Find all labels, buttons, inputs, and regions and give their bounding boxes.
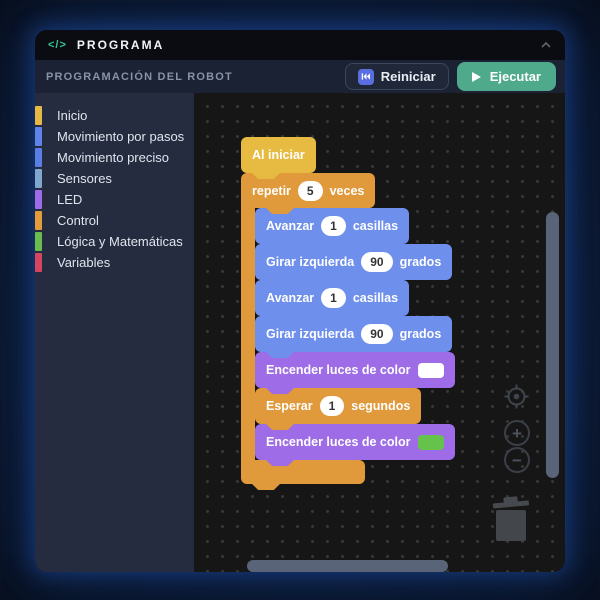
- category-color-bar: [35, 211, 42, 230]
- category-label: Inicio: [57, 108, 88, 123]
- block-canvas[interactable]: Al iniciar repetir 5 veces Avanzar 1 cas…: [194, 93, 565, 572]
- block-label: repetir: [252, 183, 291, 198]
- play-icon: [471, 71, 481, 82]
- block-girar-izquierda-2[interactable]: Girar izquierda 90 grados: [255, 316, 453, 352]
- block-label: Esperar: [266, 399, 313, 413]
- block-repetir-spine: [241, 205, 255, 462]
- category-color-bar: [35, 148, 42, 167]
- title-bar: </> PROGRAMA: [35, 30, 565, 60]
- category-color-bar: [35, 106, 42, 125]
- block-encender-luces-1[interactable]: Encender luces de color: [255, 352, 455, 388]
- block-label: segundos: [351, 399, 411, 413]
- block-repetir[interactable]: repetir 5 veces: [241, 173, 376, 208]
- avanzar-value-input[interactable]: 1: [321, 288, 346, 308]
- category-color-bar: [35, 232, 42, 251]
- program-panel: </> PROGRAMA PROGRAMACIÓN DEL ROBOT Rein…: [35, 30, 565, 572]
- girar-value-input[interactable]: 90: [361, 324, 393, 344]
- trash-icon[interactable]: [490, 493, 532, 543]
- section-label: PROGRAMACIÓN DEL ROBOT: [46, 70, 233, 83]
- sidebar-item-logica-y-matematicas[interactable]: Lógica y Matemáticas: [35, 231, 194, 252]
- category-label: Lógica y Matemáticas: [57, 234, 183, 249]
- category-sidebar: Inicio Movimiento por pasos Movimiento p…: [35, 93, 194, 572]
- block-label: Encender luces de color: [266, 363, 411, 377]
- block-label: grados: [399, 255, 442, 269]
- category-label: Sensores: [57, 171, 112, 186]
- horizontal-scrollbar[interactable]: [247, 560, 448, 572]
- block-girar-izquierda-1[interactable]: Girar izquierda 90 grados: [255, 244, 453, 280]
- sidebar-item-movimiento-preciso[interactable]: Movimiento preciso: [35, 147, 194, 168]
- block-esperar[interactable]: Esperar 1 segundos: [255, 388, 422, 424]
- locate-icon[interactable]: [503, 383, 530, 410]
- category-label: Movimiento por pasos: [57, 129, 185, 144]
- block-avanzar-1[interactable]: Avanzar 1 casillas: [255, 208, 410, 244]
- category-label: Control: [57, 213, 99, 228]
- zoom-in-icon[interactable]: +: [504, 420, 530, 446]
- category-color-bar: [35, 190, 42, 209]
- block-label: Al iniciar: [252, 148, 305, 162]
- color-swatch-green[interactable]: [417, 434, 444, 450]
- block-encender-luces-2[interactable]: Encender luces de color: [255, 424, 455, 460]
- chevron-up-icon[interactable]: [540, 39, 552, 51]
- block-label: Avanzar: [266, 219, 315, 233]
- block-label: Avanzar: [266, 291, 315, 305]
- category-color-bar: [35, 169, 42, 188]
- block-repetir-footer: [241, 460, 365, 484]
- code-icon: </>: [48, 39, 67, 51]
- zoom-out-icon[interactable]: −: [504, 447, 530, 473]
- block-label: casillas: [352, 291, 399, 305]
- reset-button-label: Reiniciar: [380, 69, 436, 84]
- run-button-label: Ejecutar: [489, 69, 541, 84]
- sidebar-item-control[interactable]: Control: [35, 210, 194, 231]
- category-label: Movimiento preciso: [57, 150, 169, 165]
- sidebar-item-inicio[interactable]: Inicio: [35, 105, 194, 126]
- sidebar-item-movimiento-por-pasos[interactable]: Movimiento por pasos: [35, 126, 194, 147]
- category-color-bar: [35, 127, 42, 146]
- block-label: Girar izquierda: [266, 327, 355, 341]
- repeat-count-input[interactable]: 5: [297, 180, 323, 201]
- run-button[interactable]: Ejecutar: [456, 62, 556, 91]
- reset-button[interactable]: Reiniciar: [344, 63, 449, 90]
- block-label: grados: [399, 327, 442, 341]
- avanzar-value-input[interactable]: 1: [321, 216, 346, 236]
- girar-value-input[interactable]: 90: [361, 252, 393, 272]
- block-al-iniciar[interactable]: Al iniciar: [241, 137, 316, 173]
- category-color-bar: [35, 253, 42, 272]
- esperar-value-input[interactable]: 1: [319, 396, 345, 416]
- sidebar-item-variables[interactable]: Variables: [35, 252, 194, 273]
- panel-title: PROGRAMA: [76, 38, 165, 52]
- block-label: casillas: [352, 219, 399, 233]
- panel-body: Inicio Movimiento por pasos Movimiento p…: [35, 93, 565, 572]
- block-label: veces: [329, 183, 365, 198]
- block-avanzar-2[interactable]: Avanzar 1 casillas: [255, 280, 410, 316]
- block-label: Girar izquierda: [266, 255, 355, 269]
- color-swatch-white[interactable]: [417, 362, 444, 378]
- sidebar-item-sensores[interactable]: Sensores: [35, 168, 194, 189]
- category-label: Variables: [57, 255, 111, 270]
- vertical-scrollbar[interactable]: [546, 212, 559, 478]
- rewind-icon: [357, 68, 374, 85]
- block-label: Encender luces de color: [266, 435, 411, 449]
- toolbar: PROGRAMACIÓN DEL ROBOT Reiniciar Ejecuta…: [35, 60, 565, 93]
- category-label: LED: [57, 192, 83, 207]
- sidebar-item-led[interactable]: LED: [35, 189, 194, 210]
